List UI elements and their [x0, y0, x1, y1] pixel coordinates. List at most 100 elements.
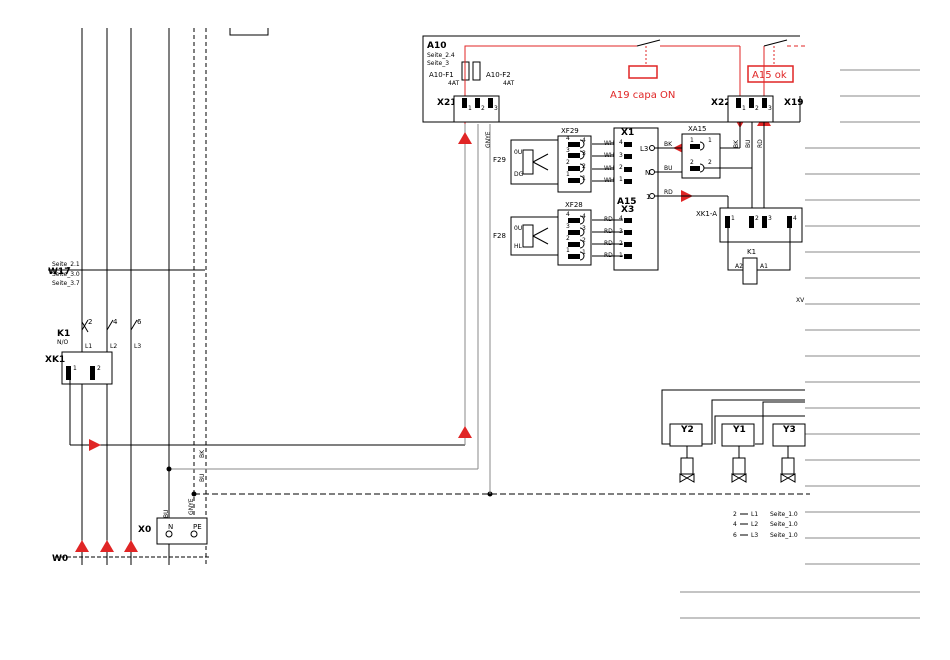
phase-l3: L3 [134, 343, 141, 350]
x0-pe: PE [193, 523, 202, 531]
x0-wire-bu: BU [163, 509, 170, 518]
svg-text:Seite_1.0: Seite_1.0 [770, 521, 798, 528]
xk1a-pins [725, 216, 792, 228]
a10-f1-rating: 4AT [448, 80, 459, 87]
fuse-a10-f2 [472, 61, 481, 81]
xf29-pin-4: 4 [566, 135, 570, 142]
xf29-pin-2r: 2 [582, 163, 586, 170]
xa15-pin-1: 1 [690, 137, 694, 144]
x1-pin-4: 4 [619, 139, 623, 146]
a15-module [613, 127, 659, 271]
k1-a2: A2 [735, 263, 743, 270]
f28-sub2: HL [514, 243, 523, 250]
xk1a-pin-2: 2 [755, 215, 759, 222]
f29-sub1: 0U [514, 149, 522, 156]
valve-y2 [669, 423, 703, 483]
f28-switch [510, 216, 559, 256]
a15-status-label: A15 ok [752, 70, 787, 81]
x22-pin-1: 1 [742, 105, 746, 112]
xa15-pin-2: 2 [690, 159, 694, 166]
xk1a-pin-1: 1 [731, 215, 735, 222]
valve-y1-label: Y1 [732, 425, 746, 435]
xf29-pin-4r: 4 [582, 137, 586, 144]
x0-n-terminal [165, 530, 173, 538]
k1-pin-6: 6 [137, 318, 142, 326]
a15-title: A15 [617, 197, 637, 207]
valve-y3 [772, 423, 806, 483]
x22-wire-bk: BK [733, 139, 740, 148]
x22-pin-3: 3 [768, 105, 772, 112]
x3-pin-4: 4 [619, 215, 623, 222]
xf28-label: XF28 [565, 201, 583, 209]
xa15-label: XA15 [688, 125, 707, 133]
f29-switch [510, 139, 559, 185]
xf28-pin-1r: 1 [582, 249, 586, 256]
xf29-pins [568, 139, 585, 185]
x3-pins [624, 218, 632, 259]
a19-relay-coil [628, 65, 658, 79]
xk1-pin-1: 1 [73, 365, 77, 372]
junction-dot [191, 491, 197, 497]
k1-a1: A1 [760, 263, 768, 270]
a10-ref1: Seite_2.4 [427, 52, 455, 59]
x0-wire-gnye: GNYE [188, 498, 195, 515]
x1-pin-1: 1 [619, 176, 623, 183]
xk1a-pin-4: 4 [793, 215, 797, 222]
a15-ok-box [747, 65, 794, 83]
svg-text:4: 4 [733, 521, 737, 528]
xf28-wire-4: RD [604, 252, 613, 259]
xf29-wire-4: WH [604, 177, 614, 184]
phase-l2: L2 [110, 343, 117, 350]
k1-coil [742, 257, 758, 285]
xf28-pin-4r: 4 [582, 213, 586, 220]
f28-sub1: 0U [514, 225, 522, 232]
w17-ref1: Seite_2.1 [52, 261, 80, 268]
w17-ref3: Seite_3.7 [52, 280, 80, 287]
xa15-pin-2r: 2 [708, 159, 712, 166]
x1-pin-3: 3 [619, 152, 623, 159]
xf29-wire-2: WH [604, 152, 614, 159]
xk1-label: XK1 [45, 355, 65, 365]
a10-f1-label: A10-F1 [429, 71, 454, 79]
svg-text:6: 6 [733, 532, 737, 539]
x1-label: X1 [621, 128, 634, 138]
phase-l1: L1 [85, 343, 92, 350]
a15-wire-bu: BU [664, 165, 673, 172]
a15-term-n: N [645, 169, 650, 177]
valve-y3-label: Y3 [782, 425, 796, 435]
k1-contact-label: K1 [57, 329, 70, 339]
xf29-pin-3: 3 [566, 147, 570, 154]
a15-wire-bk: BK [664, 141, 673, 148]
wire-label-bk-left: BK [199, 449, 206, 458]
x22-wire-rd: RD [757, 139, 764, 148]
xf29-pin-1: 1 [566, 171, 570, 178]
xa15-connector [681, 133, 721, 179]
xk1a-pin-3: 3 [768, 215, 772, 222]
a15-term-1: 1 [646, 193, 650, 201]
wire-label-bu-left: BU [199, 473, 206, 482]
k1-contacts [81, 319, 138, 333]
valve-y1 [721, 423, 755, 483]
xf28-pin-2r: 2 [582, 237, 586, 244]
a10-ref2: Seite_3 [427, 60, 449, 67]
xf28-wire-2: RD [604, 228, 613, 235]
x19-label: X19 [784, 98, 803, 108]
xf29-wire-1: WH [604, 140, 614, 147]
x0-label: X0 [138, 525, 151, 535]
xf28-wire-1: RD [604, 216, 613, 223]
xf29-pin-2: 2 [566, 159, 570, 166]
a19-status-label: A19 capa ON [610, 90, 675, 101]
xk1-pin-1-block [66, 366, 71, 380]
svg-text:L3: L3 [751, 532, 758, 539]
x21-pin-1: 1 [468, 105, 472, 112]
a10-f2-rating: 4AT [503, 80, 514, 87]
a15-wire-rd: RD [664, 189, 673, 196]
x21-pin-2: 2 [481, 105, 485, 112]
w17-ref2: Seite_3.0 [52, 271, 80, 278]
junction-dot [166, 466, 172, 472]
right-grid-lines [680, 69, 920, 619]
xf28-wires [592, 219, 623, 257]
xf29-wire-3: WH [604, 165, 614, 172]
xa15-pin-1r: 1 [708, 137, 712, 144]
x0-terminal-block [156, 517, 208, 545]
